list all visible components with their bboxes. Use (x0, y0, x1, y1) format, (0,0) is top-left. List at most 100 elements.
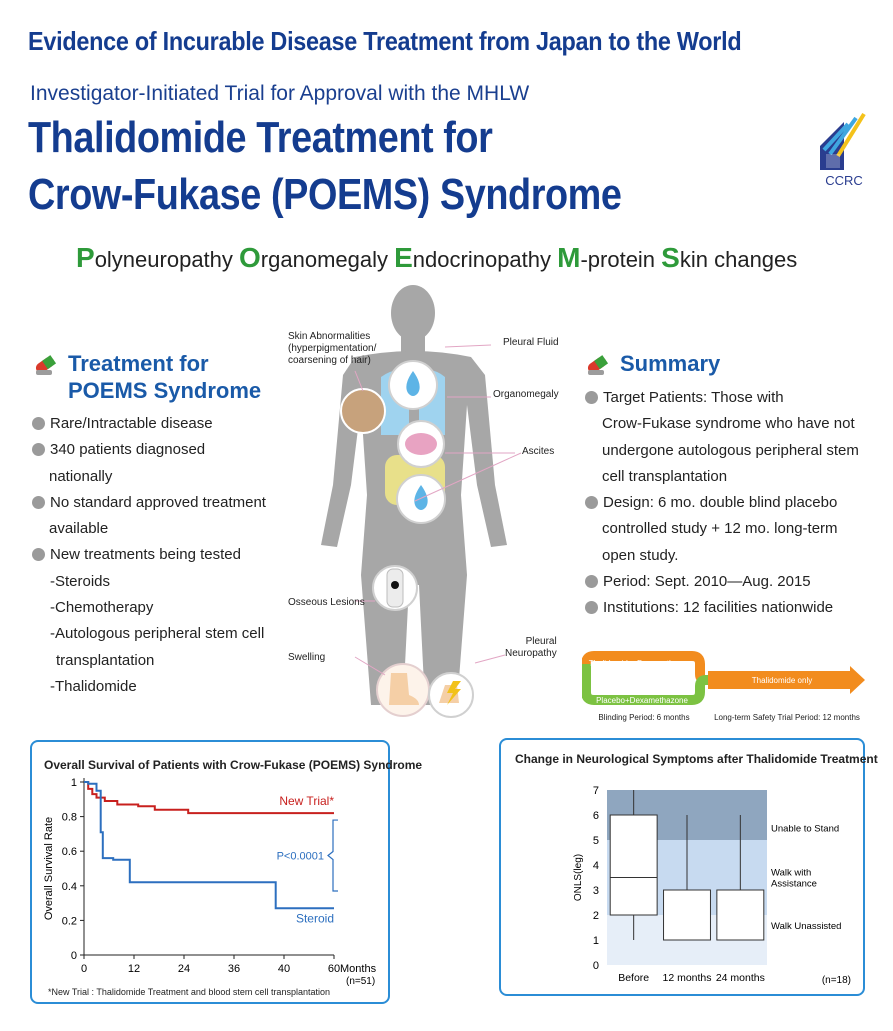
treatment-list: Rare/Intractable disease 340 patients di… (32, 411, 292, 700)
y-tick-label: 5 (593, 835, 599, 847)
ascites-label: Ascites (522, 446, 555, 457)
list-item: Target Patients: Those with (585, 385, 885, 411)
y-tick-label: 0.2 (62, 915, 77, 927)
x-tick-label: 12 (128, 963, 140, 975)
survival-chart-panel: Overall Survival of Patients with Crow-F… (30, 740, 422, 1004)
band-label-0: Unable to Stand (771, 824, 839, 835)
subtitle: Investigator-Initiated Trial for Approva… (30, 82, 530, 105)
box-0 (609, 814, 658, 916)
list-item: Institutions: 12 facilities nationwide (585, 595, 885, 621)
lightning-icon (447, 681, 461, 705)
poems-word-s: kin changes (679, 247, 798, 272)
list-item: No standard approved treatment (32, 490, 292, 516)
poems-letter-p: P (76, 242, 95, 273)
top-banner: Evidence of Incurable Disease Treatment … (28, 26, 742, 56)
y-axis-label: ONLS(leg) (573, 854, 584, 901)
ccrc-logo: CCRC (820, 112, 866, 188)
page-title-line-2: Crow-Fukase (POEMS) Syndrome (28, 170, 622, 219)
list-item: Design: 6 mo. double blind placebo (585, 490, 885, 516)
x-tick-label: 24 (178, 963, 190, 975)
x-tick-label: Before (618, 972, 649, 984)
poems-letter-s: S (661, 242, 680, 273)
box-2 (716, 889, 765, 941)
bullet-icon (32, 443, 45, 457)
sub-list-item: -Thalidomide (50, 677, 137, 695)
poems-letter-m: M (557, 242, 581, 273)
list-item-continuation: nationally (49, 467, 113, 485)
survival-footnote: *New Trial : Thalidomide Treatment and b… (48, 987, 330, 997)
treatment-section-title: Treatment for POEMS Syndrome (68, 350, 261, 404)
y-tick-label: 3 (593, 885, 599, 897)
x-tick-label: 60 (328, 963, 340, 975)
series-line-1 (84, 781, 334, 910)
study-design-diagram: Thalidomide+Dexamethazone Placebo+Dexame… (582, 651, 865, 722)
list-item-continuation: undergone autologous peripheral stem (602, 441, 859, 459)
series-label-steroid: Steroid (296, 911, 334, 925)
sub-list-item: -Chemotherapy (50, 599, 154, 617)
arm-green-path (582, 664, 712, 705)
water-drop-icon (406, 371, 420, 396)
list-item-continuation: cell transplantation (602, 467, 728, 485)
ccrc-logo-mark-icon (820, 112, 866, 170)
n-label: (n=18) (822, 975, 851, 986)
sub-list-item-continuation: transplantation (56, 651, 155, 669)
bullet-icon (585, 601, 598, 615)
bullet-icon (32, 495, 45, 509)
water-drop-icon (414, 485, 428, 510)
band-label-2: Walk Unassisted (771, 921, 841, 932)
y-tick-label: 0 (593, 960, 599, 972)
sub-list-item: -Autologous peripheral stem cell (50, 625, 265, 643)
y-tick-label: 7 (593, 785, 599, 797)
bullet-icon (32, 548, 45, 562)
osseous-lesions-label: Osseous Lesions (288, 597, 365, 608)
list-item: Rare/Intractable disease (32, 411, 292, 437)
treatment-title-line-2: POEMS Syndrome (68, 378, 262, 403)
treatment-title-line-1: Treatment for (68, 351, 209, 376)
arm1-label: Thalidomide+Dexamethazone (589, 659, 696, 668)
list-item: Period: Sept. 2010—Aug. 2015 (585, 569, 885, 595)
y-tick-label: 1 (593, 935, 599, 947)
poems-letter-e: E (394, 242, 413, 273)
bullet-icon (585, 496, 598, 510)
body-figure (321, 285, 522, 718)
y-tick-label: 6 (593, 810, 599, 822)
pill-icon (35, 355, 57, 375)
neuropathy-label: Pleural Neuropathy (505, 636, 557, 659)
y-tick-label: 0 (71, 950, 77, 962)
list-item-continuation: open study. (602, 546, 679, 564)
bullet-icon (585, 575, 598, 589)
summary-list: Target Patients: Those with Crow-Fukase … (585, 385, 885, 622)
summary-section-title: Summary (620, 351, 721, 376)
list-item-continuation: Crow-Fukase syndrome who have not (602, 415, 855, 433)
page-title-line-1: Thalidomide Treatment for (28, 113, 493, 162)
band-label-1: Assistance (771, 879, 817, 890)
survival-chart-title: Overall Survival of Patients with Crow-F… (44, 758, 423, 772)
series-line-0 (84, 781, 334, 815)
list-item-continuation: available (49, 520, 109, 538)
poems-acronym-line: Polyneuropathy Organomegaly Endocrinopat… (76, 242, 797, 274)
liver-icon (405, 433, 437, 455)
poems-letter-o: O (239, 242, 261, 273)
skin-texture-icon (340, 388, 386, 434)
neuro-chart-title: Change in Neurological Symptoms after Th… (515, 752, 878, 766)
y-tick-label: 0.8 (62, 812, 77, 824)
y-tick-label: 1 (71, 777, 77, 789)
x-tick-label: 12 months (662, 972, 711, 984)
list-item: 340 patients diagnosed (32, 437, 292, 463)
y-tick-label: 0.4 (62, 881, 77, 893)
list-item-continuation: controlled study + 12 mo. long-term (602, 520, 838, 538)
x-tick-label: 0 (81, 963, 87, 975)
sub-list-item: -Steroids (50, 572, 111, 590)
box-1 (663, 889, 711, 941)
list-item: New treatments being tested (32, 542, 292, 568)
human-silhouette-icon (321, 285, 507, 705)
x-tick-label: 24 months (716, 972, 765, 984)
y-tick-label: 0.6 (62, 846, 77, 858)
poems-word-p: olyneuropathy (94, 247, 240, 272)
ccrc-logo-text: CCRC (825, 173, 863, 188)
blinding-period-label: Blinding Period: 6 months (598, 713, 689, 722)
n-label: (n=51) (346, 976, 375, 987)
x-tick-label: 36 (228, 963, 240, 975)
arm2-label: Placebo+Dexamethazone (596, 696, 688, 705)
arrow-head-icon (850, 666, 865, 694)
